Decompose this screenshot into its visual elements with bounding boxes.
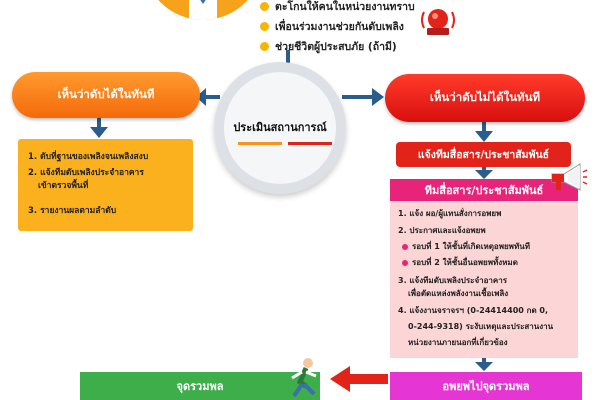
list-item: 0-244-9318) ระงับเหตุและประสานงาน <box>408 322 554 331</box>
left-arrow-icon <box>330 366 388 392</box>
list-item: 1. แจ้ง ผอ/ผู้แทนสั่งการอพยพ <box>398 209 502 218</box>
list-item: 1. ดับที่ฐานของเพลิงจนเพลิงสงบ <box>28 152 149 162</box>
list-item: รอบที่ 1 ให้ชั้นที่เกิดเหตุอพยพทันที <box>412 242 530 251</box>
megaphone-icon <box>551 163 588 191</box>
running-person-icon <box>291 358 317 398</box>
team-header: ทีมสื่อสาร/ประชาสัมพันธ์ <box>390 179 578 201</box>
bullet-icon <box>260 1 269 11</box>
top-illustration <box>143 0 263 20</box>
orange-divider <box>238 142 282 145</box>
list-item: 2. ประกาศและแจ้งอพยพ <box>398 226 486 235</box>
bullet-icon <box>402 244 408 250</box>
list-item: 2. แจ้งทีมดับเพลิงประจำอาคาร <box>28 168 144 178</box>
top-action-item: ตะโกนให้คนในหน่วยงานทราบ <box>260 0 460 16</box>
right-branch-title: เห็นว่าดับไม่ได้ในทันที <box>385 74 585 122</box>
top-action-item: ช่วยชีวิตผู้ประสบภัย (ถ้ามี) <box>260 36 460 56</box>
list-item: 4. แจ้งงานจราจรฯ (0-24414400 กด 0, <box>398 306 549 315</box>
evacuate-label: อพยพไปจุดรวมพล <box>390 372 582 400</box>
fire-alarm-icon <box>421 9 455 35</box>
person-shouting-icon <box>189 0 217 20</box>
list-item: 3. แจ้งทีมดับเพลิงประจำอาคาร <box>398 276 508 285</box>
top-action-list: ตะโกนให้คนในหน่วยงานทราบ เพื่อนร่วมงานช่… <box>260 0 460 56</box>
list-item: เพื่อตัดแหล่งพลังงานเชื้อเพลิง <box>408 289 509 298</box>
bullet-icon <box>402 260 408 266</box>
list-item: รอบที่ 2 ให้ชั้นอื่นอพยพทั้งหมด <box>412 258 518 267</box>
left-branch-title: เห็นว่าดับได้ในทันที <box>12 72 200 118</box>
assembly-point-label: จุดรวมพล <box>80 372 320 400</box>
team-steps-box: 1. แจ้ง ผอ/ผู้แทนสั่งการอพยพ 2. ประกาศแล… <box>390 179 578 358</box>
top-action-item: เพื่อนร่วมงานช่วยกันดับเพลิง <box>260 16 460 36</box>
bullet-icon <box>260 21 269 31</box>
bullet-icon <box>260 41 269 51</box>
assessment-label: ประเมินสถานการณ์ <box>233 121 327 134</box>
list-item: หน่วยงานภายนอกที่เกี่ยวข้อง <box>408 338 508 347</box>
list-item: 3. รายงานผลตามลำดับ <box>28 206 117 216</box>
assessment-circle-inner <box>224 72 336 184</box>
red-divider <box>288 142 332 145</box>
notify-team-label: แจ้งทีมสื่อสาร/ประชาสัมพันธ์ <box>396 142 571 167</box>
left-branch-steps: 1. ดับที่ฐานของเพลิงจนเพลิงสงบ 2. แจ้งที… <box>18 139 193 231</box>
list-item: เข้าตรวจพื้นที่ <box>38 181 89 191</box>
